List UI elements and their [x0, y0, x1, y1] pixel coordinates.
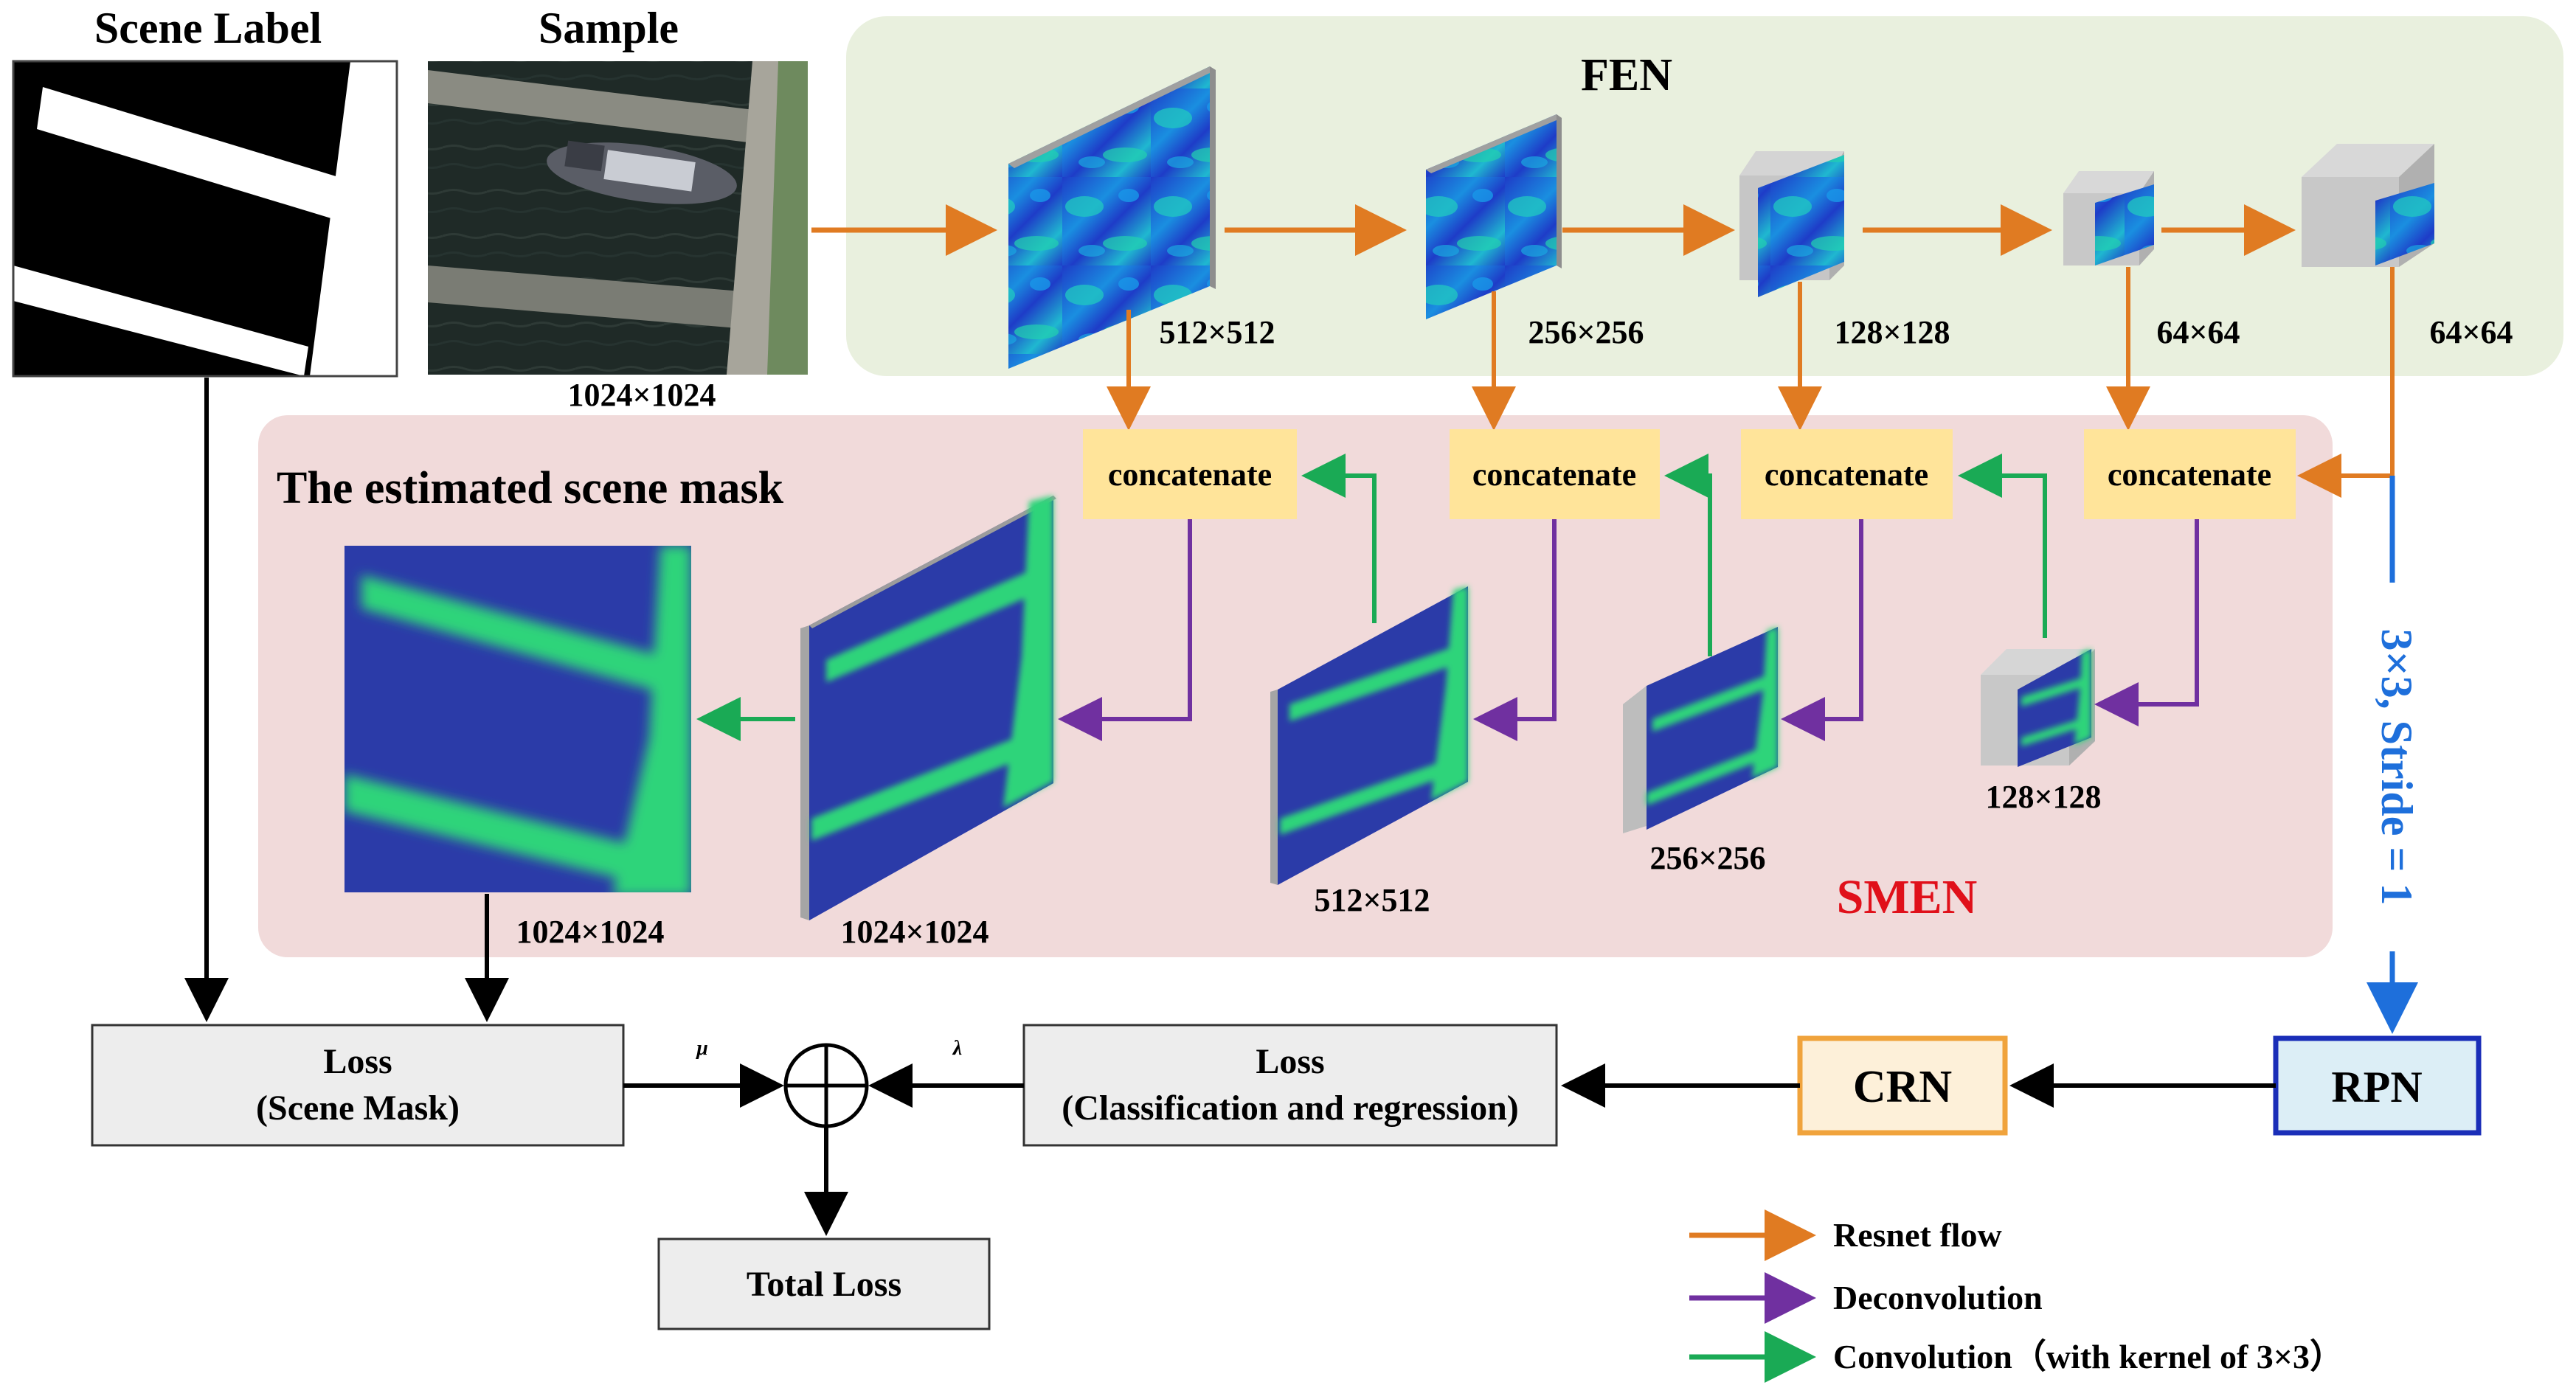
fen-feature-map-2	[1426, 114, 1562, 319]
fen-size-4: 64×64	[2156, 314, 2240, 350]
estimated-scene-mask	[344, 546, 691, 892]
legend-resnet-label: Resnet flow	[1833, 1216, 2002, 1254]
loss-classification-line2: (Classification and regression)	[1062, 1089, 1519, 1128]
smen-size-3: 256×256	[1649, 840, 1765, 876]
lambda-weight: λ	[952, 1037, 962, 1060]
scene-label-title: Scene Label	[94, 4, 322, 52]
total-loss-box: Total Loss	[657, 1238, 991, 1330]
legend-conv-label: Convolution（with kernel of 3×3）	[1833, 1338, 2344, 1375]
mu-weight: μ	[695, 1037, 708, 1060]
smen-size-2: 512×512	[1314, 882, 1430, 918]
loss-classification-box: Loss (Classification and regression)	[1022, 1024, 1558, 1147]
sample-satellite-image	[428, 61, 808, 375]
smen-deconv-map-2	[1270, 586, 1468, 885]
concatenate-box-4: concatenate	[2084, 429, 2296, 519]
rpn-branch-label-bg	[2374, 583, 2411, 951]
sample-size-label: 1024×1024	[567, 377, 716, 413]
fen-region	[846, 16, 2563, 376]
smen-title: SMEN	[1837, 870, 1978, 924]
fen-feature-map-4	[2063, 171, 2154, 265]
fen-size-2: 256×256	[1528, 314, 1644, 350]
convolution-arrows	[696, 454, 2047, 741]
smen-deconv-map-1	[800, 496, 1056, 920]
concatenate-label-2: concatenate	[1472, 457, 1636, 493]
smen-size-1: 1024×1024	[840, 914, 988, 950]
concatenate-box-1: concatenate	[1083, 429, 1297, 519]
scene-label-image	[12, 60, 398, 378]
smen-size-4: 128×128	[1985, 779, 2101, 815]
fen-title: FEN	[1581, 50, 1672, 100]
rpn-label: RPN	[2331, 1063, 2422, 1111]
estimated-mask-title: The estimated scene mask	[277, 463, 784, 513]
sum-node	[783, 1043, 869, 1128]
rpn-box: RPN	[2273, 1035, 2482, 1136]
mask-size-label: 1024×1024	[516, 914, 664, 950]
total-loss-label: Total Loss	[747, 1265, 901, 1304]
deconvolution-arrows	[1058, 519, 2199, 741]
fen-feature-map-3	[1739, 151, 1844, 297]
rpn-branch-label: 3×3, Stride = 1	[2372, 628, 2421, 905]
fen-feature-map-1	[1008, 66, 1216, 369]
loss-classification-line1: Loss	[1256, 1042, 1324, 1081]
fen-size-3: 128×128	[1834, 314, 1950, 350]
concatenate-box-3: concatenate	[1741, 429, 1953, 519]
fen-size-5: 64×64	[2429, 314, 2513, 350]
loss-mask-line1: Loss	[323, 1042, 392, 1081]
legend-deconv-label: Deconvolution	[1833, 1279, 2043, 1316]
crn-label: CRN	[1853, 1062, 1952, 1112]
fen-to-concat-arrows	[1107, 267, 2395, 498]
smen-deconv-map-3	[1623, 627, 1778, 833]
concatenate-label-1: concatenate	[1108, 457, 1272, 493]
crn-box: CRN	[1797, 1035, 2008, 1136]
smen-deconv-map-4	[1981, 649, 2095, 767]
loss-scene-mask-box: Loss (Scene Mask)	[91, 1024, 625, 1147]
concatenate-label-3: concatenate	[1765, 457, 1928, 493]
concatenate-label-4: concatenate	[2108, 457, 2271, 493]
loss-flow-arrows	[184, 378, 2276, 1236]
fen-size-1: 512×512	[1159, 314, 1275, 350]
loss-mask-line2: (Scene Mask)	[256, 1089, 460, 1128]
fen-feature-map-5	[2302, 144, 2434, 267]
concatenate-box-2: concatenate	[1450, 429, 1660, 519]
sample-title: Sample	[539, 4, 679, 52]
legend: Resnet flow Deconvolution Convolution（wi…	[1689, 1209, 2344, 1383]
